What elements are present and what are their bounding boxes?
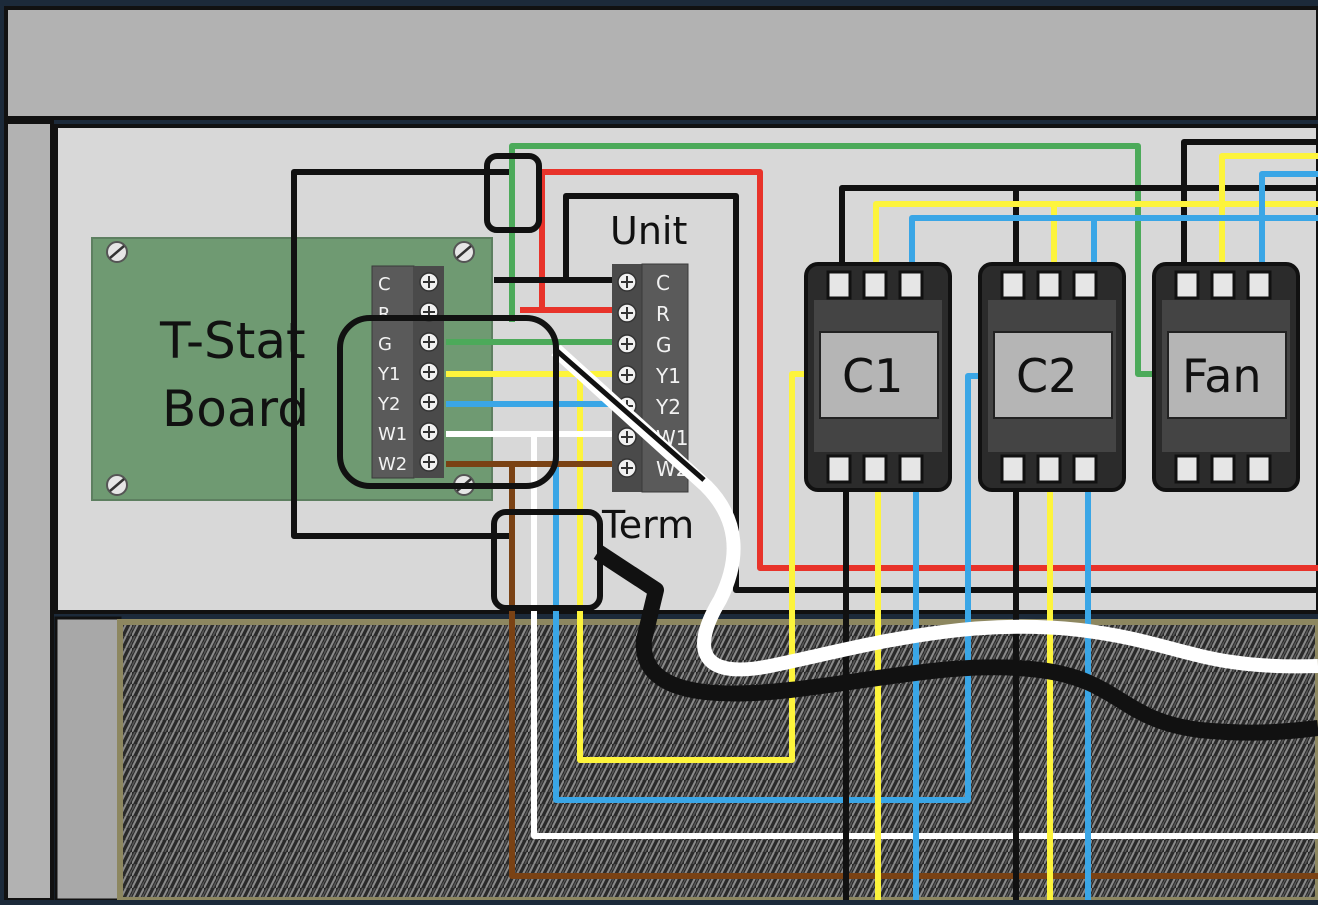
tstat-board-label-line2: Board: [162, 380, 309, 438]
relay-contact-top: [862, 270, 888, 300]
unit-terminal-label: Y2: [655, 395, 681, 419]
terminal-screw-icon: [419, 422, 439, 442]
relay-contact-top: [1246, 270, 1272, 300]
terminal-screw-icon: [617, 303, 637, 323]
terminal-screw-icon: [617, 365, 637, 385]
wire-clamps: [337, 153, 603, 611]
relay-label-c2: C2: [1016, 349, 1077, 403]
wire-yellow-relay-bus: [873, 201, 1318, 268]
cable-clamp-terminals: [337, 315, 559, 489]
terminal-screw-icon: [617, 272, 637, 292]
relay-contact-top: [1174, 270, 1200, 300]
tstat-terminal-label: Y1: [377, 364, 400, 385]
terminal-screw-icon: [419, 452, 439, 472]
screw-icon: [106, 241, 128, 263]
terminal-screw-icon: [419, 362, 439, 382]
relay-contact-bottom: [1036, 454, 1062, 484]
relay-c2: C2: [978, 262, 1126, 492]
terminal-screw-icon: [617, 458, 637, 478]
thermostat-cable-white: [551, 344, 1318, 677]
relay-contact-top: [826, 270, 852, 300]
unit-terminal-label: R: [656, 302, 670, 326]
relay-contact-bottom: [862, 454, 888, 484]
tstat-terminal-label: W2: [378, 454, 407, 475]
tstat-terminal-label: R: [378, 304, 391, 325]
relay-contact-bottom: [1000, 454, 1026, 484]
relay-coil-window: [993, 331, 1113, 419]
screw-icon: [106, 474, 128, 496]
relay-contact-top: [1000, 270, 1026, 300]
wire-red: [520, 169, 1318, 571]
cable-clamp-top: [484, 153, 542, 233]
relay-c1: C1: [804, 262, 952, 492]
wire-black-loop: [291, 169, 512, 539]
relay-coil-window: [819, 331, 939, 419]
unit-terminal-label: C: [656, 271, 670, 295]
relay-contact-bottom: [826, 454, 852, 484]
relay-label-fan: Fan: [1182, 349, 1262, 403]
cable-clamp-bottom: [491, 509, 603, 611]
terminal-screw-icon: [617, 334, 637, 354]
wire-black-relay-bus: [839, 185, 1318, 268]
terminal-screw-icon: [617, 427, 637, 447]
unit-term-label-top: Unit: [610, 209, 687, 253]
relay-contact-bottom: [1246, 454, 1272, 484]
tstat-terminal-label: G: [378, 334, 392, 355]
unit-term-label-bottom: Term: [601, 503, 694, 547]
relay-fan: Fan: [1152, 262, 1300, 492]
tstat-terminal-label: C: [378, 274, 391, 295]
tstat-terminal-label: W1: [378, 424, 407, 445]
relay-contact-top: [1210, 270, 1236, 300]
relay-contact-bottom: [898, 454, 924, 484]
relay-contact-bottom: [1072, 454, 1098, 484]
wire-blue-relay-bus: [909, 215, 1318, 268]
screw-icon: [453, 241, 475, 263]
unit-terminal-label: Y1: [655, 364, 681, 388]
unit-terminal-label: G: [656, 333, 672, 357]
tstat-terminal-label: Y2: [377, 394, 400, 415]
terminal-screw-icon: [419, 332, 439, 352]
thermostat-cable: [593, 545, 1318, 741]
tstat-board-label-line1: T-Stat: [159, 312, 306, 370]
relay-label-c1: C1: [842, 349, 903, 403]
relays: C1 C2 Fan: [804, 262, 1300, 492]
relay-coil-window: [1167, 331, 1287, 419]
relay-contact-top: [1072, 270, 1098, 300]
relay-contact-top: [1036, 270, 1062, 300]
relay-contact-bottom: [1210, 454, 1236, 484]
terminal-screw-icon: [419, 392, 439, 412]
relay-contact-bottom: [1174, 454, 1200, 484]
relay-contact-top: [898, 270, 924, 300]
terminal-screw-icon: [419, 272, 439, 292]
